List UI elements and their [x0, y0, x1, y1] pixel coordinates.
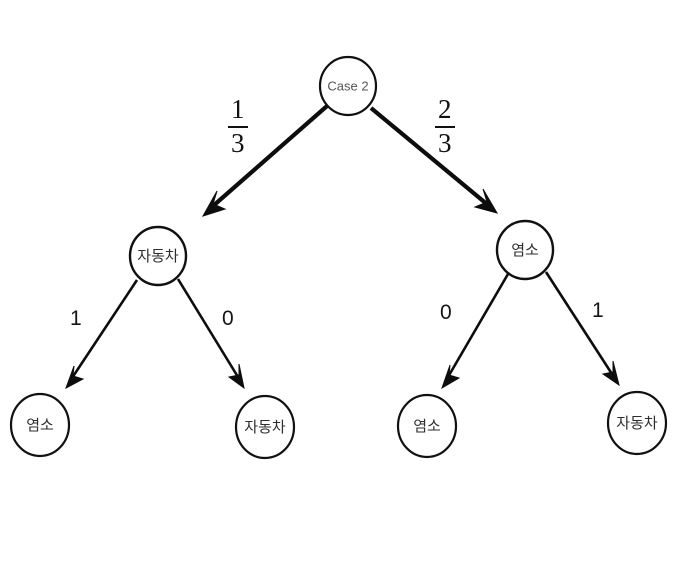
edge-car-to-goat [65, 279, 139, 390]
edge-line-car-left [70, 279, 139, 379]
arrow-head-goat-right [601, 360, 620, 387]
edge-car-to-car [176, 278, 245, 390]
edge-label-goat-left-zero: 0 [440, 301, 452, 324]
node-leaf-car-1-circle[interactable] [234, 394, 296, 460]
node-root-label: Case 2 [327, 78, 368, 93]
node-leaf-car-1-label: 자동차 [244, 419, 286, 436]
node-leaf-car-1[interactable]: 자동차 [234, 394, 296, 460]
node-middle-goat[interactable]: 염소 [495, 219, 555, 281]
edge-label-car-left-one: 1 [70, 307, 82, 330]
edge-line-goat-left [446, 273, 510, 378]
node-middle-car[interactable]: 자동차 [128, 225, 188, 287]
arrow-head-root-right [473, 188, 499, 214]
node-middle-goat-circle[interactable] [495, 219, 555, 281]
node-leaf-car-2[interactable]: 자동차 [606, 390, 668, 456]
edge-goat-to-goat [441, 273, 510, 390]
edge-line-car-right [176, 278, 240, 378]
edge-root-to-car [201, 104, 329, 217]
edge-line-root-right [369, 106, 490, 207]
edge-root-to-goat [369, 106, 499, 214]
edge-label-one-third-numerator: 1 [231, 94, 245, 124]
node-leaf-goat-2-circle[interactable] [396, 393, 458, 459]
arrow-head-car-right [227, 363, 245, 390]
edge-line-goat-right [544, 271, 614, 375]
edge-label-two-thirds-numerator: 2 [438, 94, 452, 124]
arrow-head-root-left [201, 190, 227, 217]
arrow-head-car-left [65, 365, 85, 390]
node-leaf-goat-2[interactable]: 염소 [396, 393, 458, 459]
edge-line-root-left [211, 104, 329, 208]
edge-label-one-third-denominator: 3 [231, 128, 245, 158]
edge-label-two-thirds-denominator: 3 [438, 128, 452, 158]
node-root-circle[interactable] [318, 55, 378, 117]
edge-label-car-right-zero: 0 [222, 307, 234, 330]
node-root[interactable]: Case 2 [318, 55, 378, 117]
node-middle-car-circle[interactable] [128, 225, 188, 287]
node-leaf-goat-1-label: 염소 [26, 417, 54, 434]
node-middle-car-label: 자동차 [137, 248, 179, 265]
edge-goat-to-car [544, 271, 620, 387]
edge-label-goat-right-one: 1 [592, 299, 604, 322]
node-middle-goat-label: 염소 [511, 242, 539, 259]
edge-label-one-third: 1 3 [228, 96, 248, 157]
node-leaf-goat-2-label: 염소 [413, 418, 441, 435]
node-leaf-car-2-circle[interactable] [606, 390, 668, 456]
fraction-bar [228, 126, 248, 128]
node-leaf-goat-1[interactable]: 염소 [9, 392, 71, 458]
edge-label-two-thirds: 2 3 [435, 96, 455, 157]
fraction-bar [435, 126, 455, 128]
node-leaf-car-2-label: 자동차 [616, 415, 658, 432]
arrow-head-goat-left [441, 364, 461, 390]
node-leaf-goat-1-circle[interactable] [9, 392, 71, 458]
